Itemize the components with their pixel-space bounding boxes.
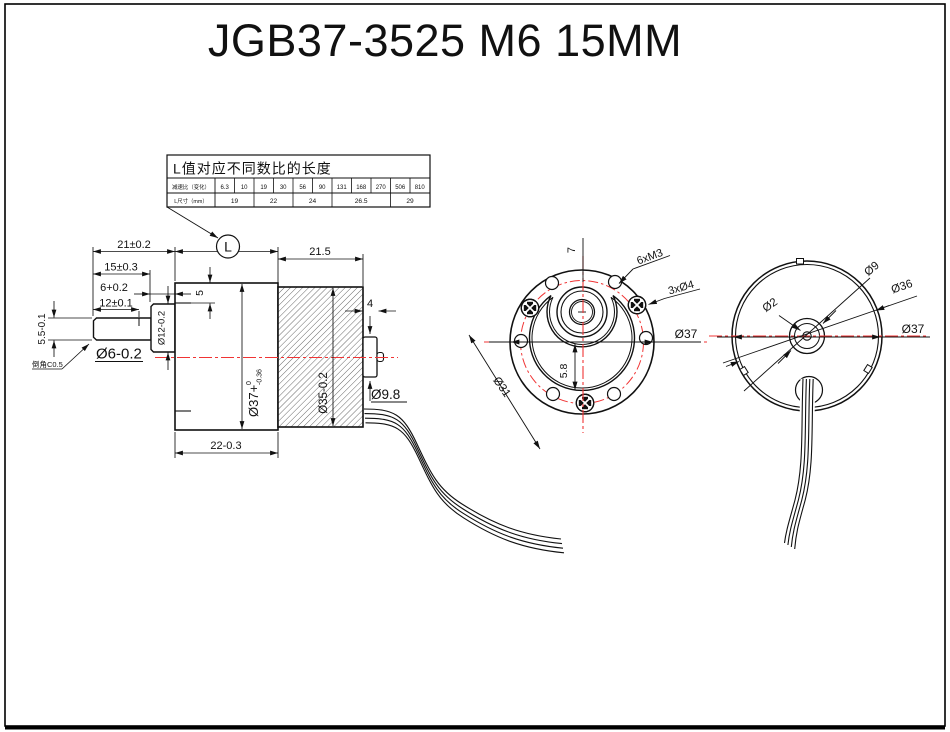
- svg-text:56: 56: [299, 185, 306, 191]
- dim-shaft-length: 15±0.3: [104, 262, 138, 274]
- dim-step: 5: [194, 290, 206, 296]
- dim-motor-length: 21.5: [309, 246, 330, 258]
- svg-text:22: 22: [270, 198, 278, 205]
- length-balloon: L: [215, 234, 241, 259]
- dim-rear-inner-diameter: Ø36: [890, 278, 914, 296]
- ratio-row-label: 减速比（变化）: [172, 183, 210, 191]
- side-view: 21±0.2 15±0.3 6+0.2 12±0.1 5.5-0.1 Ø6-0.…: [32, 239, 565, 555]
- svg-text:810: 810: [415, 185, 426, 191]
- front-view: 7 6xM3 3xØ4 Ø37 Ø31 5.8: [468, 238, 707, 450]
- svg-text:10: 10: [241, 185, 248, 191]
- dim-shaft-drop: 5.8: [558, 364, 570, 379]
- rear-view: Ø2 Ø9 Ø36 Ø37: [709, 258, 930, 550]
- dim-offset: 7: [566, 247, 578, 253]
- dim-shaft-diameter: Ø6-0.2: [96, 346, 142, 363]
- svg-text:19: 19: [231, 198, 239, 205]
- table-grid-ratio-row: [234, 178, 411, 193]
- svg-text:270: 270: [376, 185, 387, 191]
- table-grid-length-row: [253, 193, 391, 207]
- svg-text:30: 30: [280, 185, 287, 191]
- dim-flat-length: 12±0.1: [99, 298, 133, 310]
- page-title: JGB37-3525 M6 15MM: [208, 15, 682, 66]
- label-mounting-holes: 6xM3: [635, 247, 664, 267]
- dim-front-total: 21±0.2: [117, 239, 151, 251]
- svg-text:168: 168: [356, 185, 367, 191]
- dim-collar-diameter: Ø12-0.2: [157, 311, 168, 345]
- svg-text:24: 24: [309, 198, 317, 205]
- rear-dimensions: [717, 277, 930, 392]
- length-values: 19 22 24 26.5 29: [231, 198, 414, 205]
- gearbox-body: [174, 282, 279, 431]
- front-dimensions: [468, 238, 701, 450]
- dim-flat-height: 5.5-0.1: [37, 313, 48, 345]
- length-row-label: L尺寸（mm）: [174, 197, 208, 205]
- rim-notches: [739, 258, 873, 377]
- dim-bolt-circle-diameter: Ø31: [490, 375, 512, 400]
- svg-text:6.3: 6.3: [221, 185, 230, 191]
- dim-cap-diameter: Ø9.8: [371, 387, 400, 402]
- dim-collar-length: 6+0.2: [100, 282, 128, 294]
- dim-connector-width: 4: [367, 298, 373, 310]
- svg-text:29: 29: [406, 198, 414, 205]
- output-shaft: [92, 317, 152, 341]
- sheet-border: [4, 3, 946, 730]
- dim-motor-diameter: Ø35-0.2: [318, 372, 330, 414]
- svg-text:26.5: 26.5: [355, 198, 368, 205]
- chamfer-note: 倒角C0.5: [32, 359, 63, 369]
- side-dimensions: [32, 247, 407, 458]
- phillips-screws: [520, 295, 647, 413]
- side-wire-bundle: [363, 407, 565, 555]
- svg-text:506: 506: [395, 185, 406, 191]
- dim-gearbox-tol-upper: 0: [246, 381, 253, 385]
- dim-gearbox-diameter: Ø37+: [246, 385, 261, 417]
- svg-text:19: 19: [260, 185, 267, 191]
- dim-front-outer-diameter: Ø37: [675, 327, 698, 341]
- dim-gearbox-tol-lower: -0.36: [257, 369, 264, 385]
- dim-boss-diameter: Ø9: [862, 260, 881, 279]
- shaft-boss-circles: [556, 286, 608, 338]
- rear-wire-bundle: [782, 378, 816, 550]
- label-assembly-screws: 3xØ4: [667, 279, 696, 298]
- table-title: L值对应不同数比的长度: [173, 161, 332, 177]
- ratio-values: 6.3 10 19 30 56 90 131 168 270 506 810: [221, 185, 426, 191]
- balloon-label: L: [224, 239, 232, 255]
- table-leader-line: [166, 206, 219, 239]
- dim-gearbox-length: 22-0.3: [210, 440, 241, 452]
- ratio-table: L值对应不同数比的长度 减速比（变化） 6.3 10 19 30 56 90 1…: [166, 154, 431, 239]
- svg-text:90: 90: [319, 185, 326, 191]
- dim-rear-outer-diameter: Ø37: [902, 322, 925, 336]
- svg-text:131: 131: [337, 185, 348, 191]
